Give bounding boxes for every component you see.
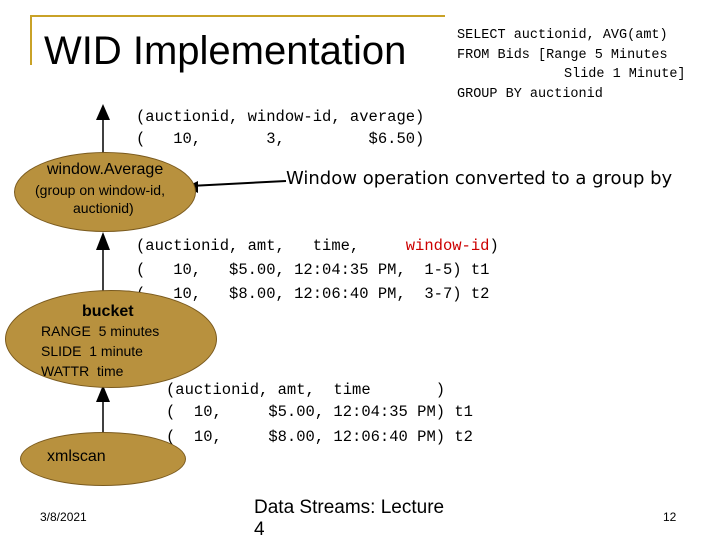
bucket-tuple-header-window-id: window-id bbox=[405, 237, 490, 255]
bucket-tuple-header: (auctionid, amt, time, window-id) bbox=[136, 233, 499, 259]
sql-line-select: SELECT auctionid, AVG(amt) bbox=[457, 28, 668, 43]
footer-course-title: Data Streams: Lecture bbox=[254, 497, 445, 518]
bucket-slide-param: SLIDE 1 minute bbox=[41, 343, 143, 359]
footer-course-number: 4 bbox=[254, 519, 265, 540]
window-average-operator bbox=[14, 152, 196, 232]
sql-line-groupby: GROUP BY auctionid bbox=[457, 87, 603, 102]
xmlscan-label: xmlscan bbox=[47, 448, 106, 465]
bucket-tuple-header-fields: (auctionid, amt, time, bbox=[136, 237, 406, 255]
sql-line-slide: Slide 1 Minute] bbox=[564, 67, 686, 82]
arrowhead-window-icon bbox=[96, 232, 110, 250]
title-accent-vertical-line bbox=[30, 15, 32, 65]
bucket-range-param: RANGE 5 minutes bbox=[41, 323, 160, 339]
window-to-groupby-annotation: Window operation converted to a group by bbox=[286, 168, 673, 189]
footer-page-number: 12 bbox=[663, 510, 677, 524]
footer-date: 3/8/2021 bbox=[40, 510, 87, 524]
slide-title: WID Implementation bbox=[44, 29, 407, 73]
bucket-tuple-header-close: ) bbox=[489, 237, 499, 255]
window-average-label: window.Average bbox=[47, 161, 164, 178]
arrowhead-bucket-icon bbox=[96, 385, 110, 402]
annotation-pointer-line bbox=[189, 180, 287, 187]
bucket-tuple-row-t2: ( 10, $8.00, 12:06:40 PM, 3-7) t2 bbox=[136, 285, 490, 303]
window-average-detail-2: auctionid) bbox=[73, 200, 134, 216]
sql-line-from: FROM Bids [Range 5 Minutes bbox=[457, 48, 668, 63]
bucket-wattr-param: WATTR time bbox=[41, 363, 124, 379]
scan-tuple-row-t2: ( 10, $8.00, 12:06:40 PM) t2 bbox=[166, 428, 473, 446]
bucket-operator bbox=[5, 290, 217, 388]
bucket-tuple-row-t1: ( 10, $5.00, 12:04:35 PM, 1-5) t1 bbox=[136, 261, 490, 279]
title-accent-horizontal-line bbox=[30, 15, 445, 17]
output-tuple-row: ( 10, 3, $6.50) bbox=[136, 130, 425, 148]
arrowhead-output-icon bbox=[96, 104, 110, 120]
scan-tuple-header: (auctionid, amt, time ) bbox=[166, 381, 446, 399]
output-tuple-header: (auctionid, window-id, average) bbox=[136, 108, 425, 126]
scan-tuple-row-t1: ( 10, $5.00, 12:04:35 PM) t1 bbox=[166, 403, 473, 421]
window-average-detail-1: (group on window-id, bbox=[35, 182, 165, 198]
bucket-label: bucket bbox=[82, 303, 134, 320]
xmlscan-operator bbox=[20, 432, 186, 486]
